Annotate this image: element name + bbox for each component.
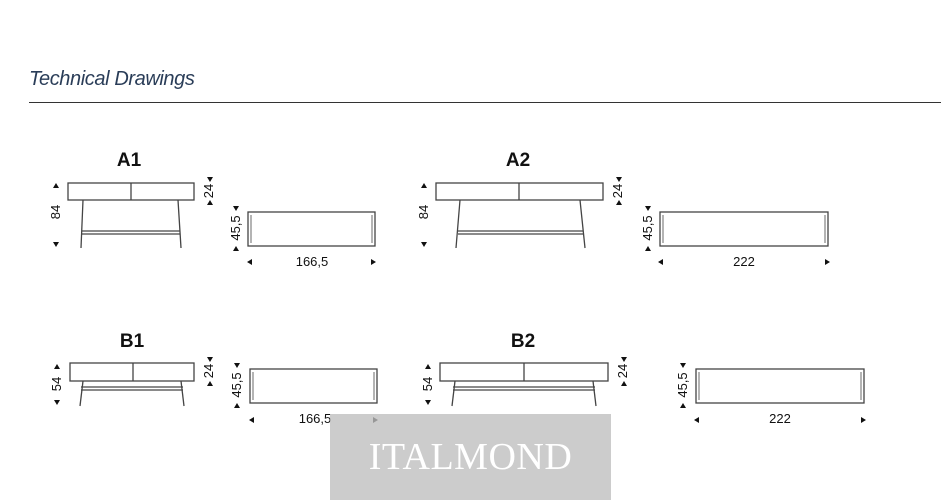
drawing-b1-width-value: 166,5 (299, 411, 332, 426)
section-title: Technical Drawings (29, 68, 195, 90)
drawing-a2-width-dimension: 222 (658, 254, 830, 269)
drawing-b1-depth-dimension: 45,5 (229, 363, 244, 408)
drawing-b1-label: B1 (120, 331, 145, 352)
drawing-a2-top-thickness-dimension: 24 (610, 177, 625, 205)
drawing-b2-top-thickness-dimension: 24 (615, 357, 630, 386)
drawing-a1-plan-view (247, 211, 376, 247)
drawing-a1-height-value: 84 (48, 205, 63, 219)
section-divider (29, 102, 941, 103)
drawing-a2-height-dimension: 84 (416, 183, 431, 247)
drawing-a2: A2 84 24 45,5 (416, 150, 830, 269)
drawing-a2-front-view (435, 182, 604, 249)
drawing-a2-width-value: 222 (733, 254, 755, 269)
drawing-a2-height-value: 84 (416, 205, 431, 219)
drawing-a2-label: A2 (506, 150, 530, 171)
drawing-a1-top-thickness-value: 24 (201, 184, 216, 198)
drawing-a1-top-thickness-dimension: 24 (201, 177, 216, 205)
drawing-a1-width-value: 166,5 (296, 254, 329, 269)
drawing-b2-plan-view (695, 368, 865, 404)
drawing-b2-front-view (439, 362, 609, 407)
drawing-b1-height-dimension: 54 (49, 364, 64, 405)
drawing-a1-depth-value: 45,5 (228, 215, 243, 240)
drawing-b2-width-dimension: 222 (694, 411, 866, 426)
watermark: ITALMOND (330, 414, 611, 500)
drawing-a1-label: A1 (117, 150, 142, 171)
drawing-a2-depth-dimension: 45,5 (640, 206, 655, 251)
drawing-b2-height-value: 54 (420, 377, 435, 391)
drawing-a2-plan-view (659, 211, 829, 247)
drawing-a1-front-view (67, 182, 195, 249)
drawing-b2-depth-dimension: 45,5 (675, 363, 690, 408)
drawing-a2-depth-value: 45,5 (640, 215, 655, 240)
drawing-b1-depth-value: 45,5 (229, 372, 244, 397)
drawing-a1-width-dimension: 166,5 (247, 254, 376, 269)
drawing-b2: B2 54 24 45,5 (420, 331, 866, 426)
drawing-b1-height-value: 54 (49, 377, 64, 391)
drawing-b1-top-thickness-value: 24 (201, 364, 216, 378)
drawing-b1-front-view (69, 362, 195, 407)
drawing-b2-depth-value: 45,5 (675, 372, 690, 397)
drawing-a1: A1 84 24 45,5 (48, 150, 376, 269)
drawing-b2-label: B2 (511, 331, 535, 352)
drawing-a2-top-thickness-value: 24 (610, 184, 625, 198)
drawing-b2-top-thickness-value: 24 (615, 364, 630, 378)
drawing-a1-depth-dimension: 45,5 (228, 206, 243, 251)
drawing-b2-width-value: 222 (769, 411, 791, 426)
drawing-a1-height-dimension: 84 (48, 183, 63, 247)
drawing-b1-top-thickness-dimension: 24 (201, 357, 216, 386)
drawing-b1: B1 54 24 45,5 (49, 331, 378, 426)
drawing-b2-height-dimension: 54 (420, 364, 435, 405)
drawing-b1-plan-view (249, 368, 378, 404)
